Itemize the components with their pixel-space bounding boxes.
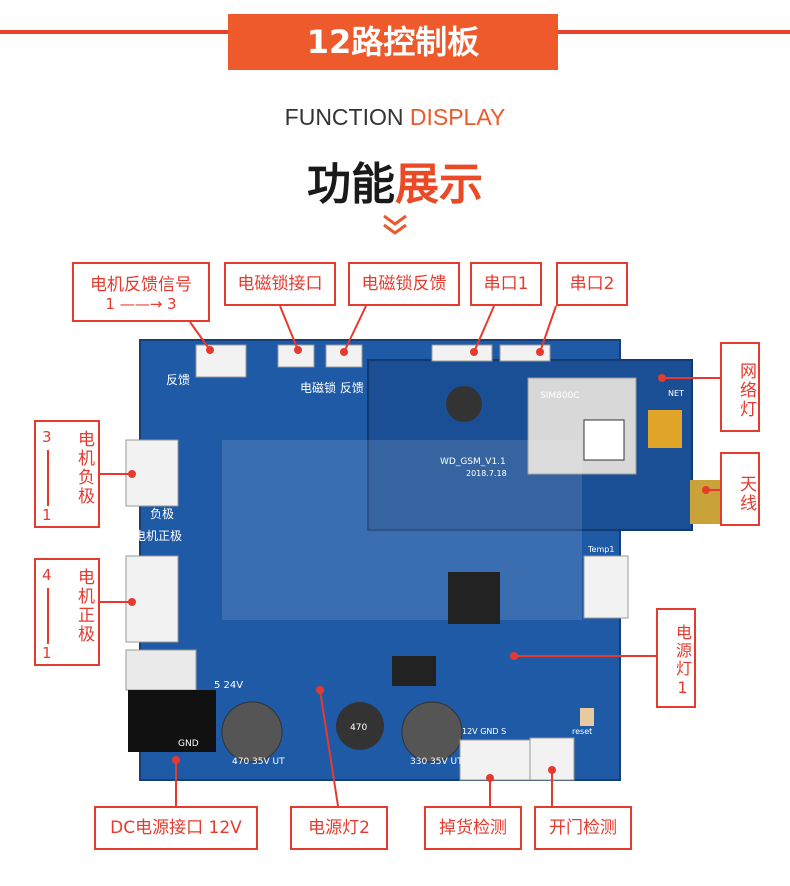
temp-connector: [583, 555, 629, 619]
page-banner: 12路控制板: [228, 14, 558, 70]
callout-drop-detect: 掉货检测: [424, 806, 522, 850]
watermark-overlay: [222, 440, 582, 620]
qr-code-icon: [583, 419, 625, 461]
callout-motor-feedback: 电机反馈信号 1 ——→ 3: [72, 262, 210, 322]
silk-pos: 电机正极: [134, 529, 182, 543]
callout-uart1: 串口1: [470, 262, 542, 306]
callout-net-led: 网络灯: [720, 342, 760, 432]
function-display-title: 功能展示: [0, 148, 790, 212]
capacitor-470: [221, 701, 283, 763]
swd-header: [392, 656, 436, 686]
silk-reset: reset: [572, 727, 592, 736]
motor-neg-range-bottom: 1: [42, 506, 52, 524]
callout-leaders: [100, 305, 720, 807]
callout-motor-neg: 3 1 电机负极: [34, 420, 100, 528]
heading-en-part2: DISPLAY: [403, 104, 506, 130]
callout-motor-pos: 4 1 电机正极: [34, 558, 100, 666]
callout-door-detect: 开门检测: [534, 806, 632, 850]
silk-date: 2018.7.18: [466, 469, 507, 478]
silk-neg: 负极: [150, 507, 174, 521]
double-chevron-down-icon: [383, 214, 407, 235]
heading-en-part1: FUNCTION: [284, 104, 404, 130]
callout-lock-port: 电磁锁接口: [224, 262, 336, 306]
motor-pos-range-top: 4: [42, 566, 52, 584]
callout-motor-feedback-label: 电机反馈信号: [90, 275, 192, 295]
callout-motor-feedback-range: 1 ——→ 3: [105, 295, 177, 313]
mcu-chip: [448, 572, 500, 624]
callout-motor-neg-label: 电机负极: [74, 430, 94, 506]
silk-inductor: 470: [350, 723, 367, 733]
silk-lock-feedback: 电磁锁 反馈: [300, 380, 364, 395]
silk-pins: 12V GND S: [462, 727, 506, 736]
motor-feedback-connector: [195, 344, 247, 378]
uart1-connector: [431, 344, 493, 362]
silk-net: NET: [668, 389, 684, 398]
reset-button: [580, 708, 594, 726]
callout-antenna: 天线: [720, 452, 760, 526]
title-cn-part1: 功能: [307, 159, 395, 210]
module-label: SIM800C: [540, 391, 580, 401]
capacitor-330: [401, 701, 463, 763]
callout-motor-pos-label: 电机正极: [74, 568, 94, 644]
power-plug: [125, 649, 197, 691]
title-cn-part2: 展示: [395, 159, 483, 210]
callout-power-led1: 电源灯1: [656, 608, 696, 708]
inductor: [336, 702, 384, 750]
silk-feedback: 反馈: [166, 373, 190, 387]
callout-lock-feedback: 电磁锁反馈: [348, 262, 460, 306]
function-display-heading: FUNCTION DISPLAY: [0, 104, 790, 131]
callout-power-led2: 电源灯2: [290, 806, 388, 850]
silk-cap2: 330 35V UT: [410, 757, 463, 767]
callout-uart2: 串口2: [556, 262, 628, 306]
motor-pos-range-bottom: 1: [42, 644, 52, 662]
callout-dc-port: DC电源接口 12V: [94, 806, 258, 850]
motor-pos-connector: [125, 555, 179, 643]
drop-detect-connector: [459, 739, 531, 781]
tantalum-capacitor: [648, 410, 682, 448]
motor-neg-range-top: 3: [42, 428, 52, 446]
silk-temp: Temp1: [587, 545, 614, 554]
silk-cap1: 470 35V UT: [232, 757, 285, 767]
silk-voltage: 5 24V: [214, 680, 243, 691]
dc-jack: [128, 690, 216, 752]
silk-board-id: WD_GSM_V1.1: [440, 457, 506, 467]
gsm-inductor: [446, 386, 482, 422]
silk-gnd: GND: [178, 739, 199, 749]
